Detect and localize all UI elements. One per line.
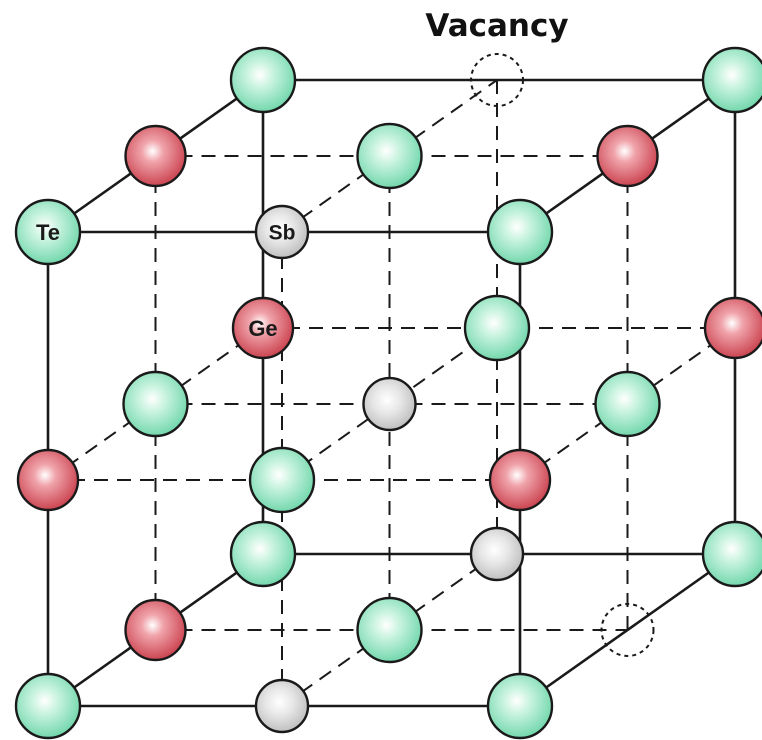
te-atom — [248, 446, 316, 514]
te-atom — [356, 122, 423, 190]
te-atom — [229, 520, 297, 588]
te-atom — [701, 46, 762, 114]
ge-label: Ge — [248, 316, 277, 341]
sb-atom — [254, 204, 310, 260]
sb-atom — [362, 376, 417, 432]
te-label: Te — [36, 220, 60, 245]
te-atom — [701, 520, 762, 588]
cube-edge — [519, 552, 736, 708]
dashed-bond — [281, 79, 498, 233]
te-atom — [356, 596, 423, 664]
dashed-bond — [281, 327, 498, 481]
te-atom — [463, 294, 531, 362]
vacancy-site — [600, 603, 655, 657]
te-atom — [229, 46, 297, 114]
vacancy-title: Vacancy — [425, 8, 568, 44]
vacancy-sites — [470, 53, 655, 657]
te-atom — [486, 672, 554, 740]
te-atom — [14, 672, 82, 740]
ge-atom — [488, 448, 552, 512]
sb-label: Sb — [269, 222, 296, 245]
dashed-bond — [47, 327, 264, 481]
sb-atom — [469, 526, 525, 582]
ge-atom — [703, 296, 762, 360]
te-atom — [486, 198, 554, 266]
dashed-bond — [519, 327, 736, 481]
te-atom — [594, 370, 661, 438]
ge-atom — [16, 448, 80, 512]
dashed-bond — [281, 553, 498, 707]
sb-atom — [254, 678, 310, 734]
ge-atom — [124, 598, 187, 662]
te-atom — [122, 370, 189, 438]
ge-atom — [231, 296, 295, 360]
vacancy-site — [470, 53, 524, 107]
ge-atom — [124, 124, 187, 188]
te-atom — [14, 198, 82, 266]
atoms-layer: Ge Te Sb — [14, 46, 762, 740]
ge-atom — [596, 124, 659, 188]
